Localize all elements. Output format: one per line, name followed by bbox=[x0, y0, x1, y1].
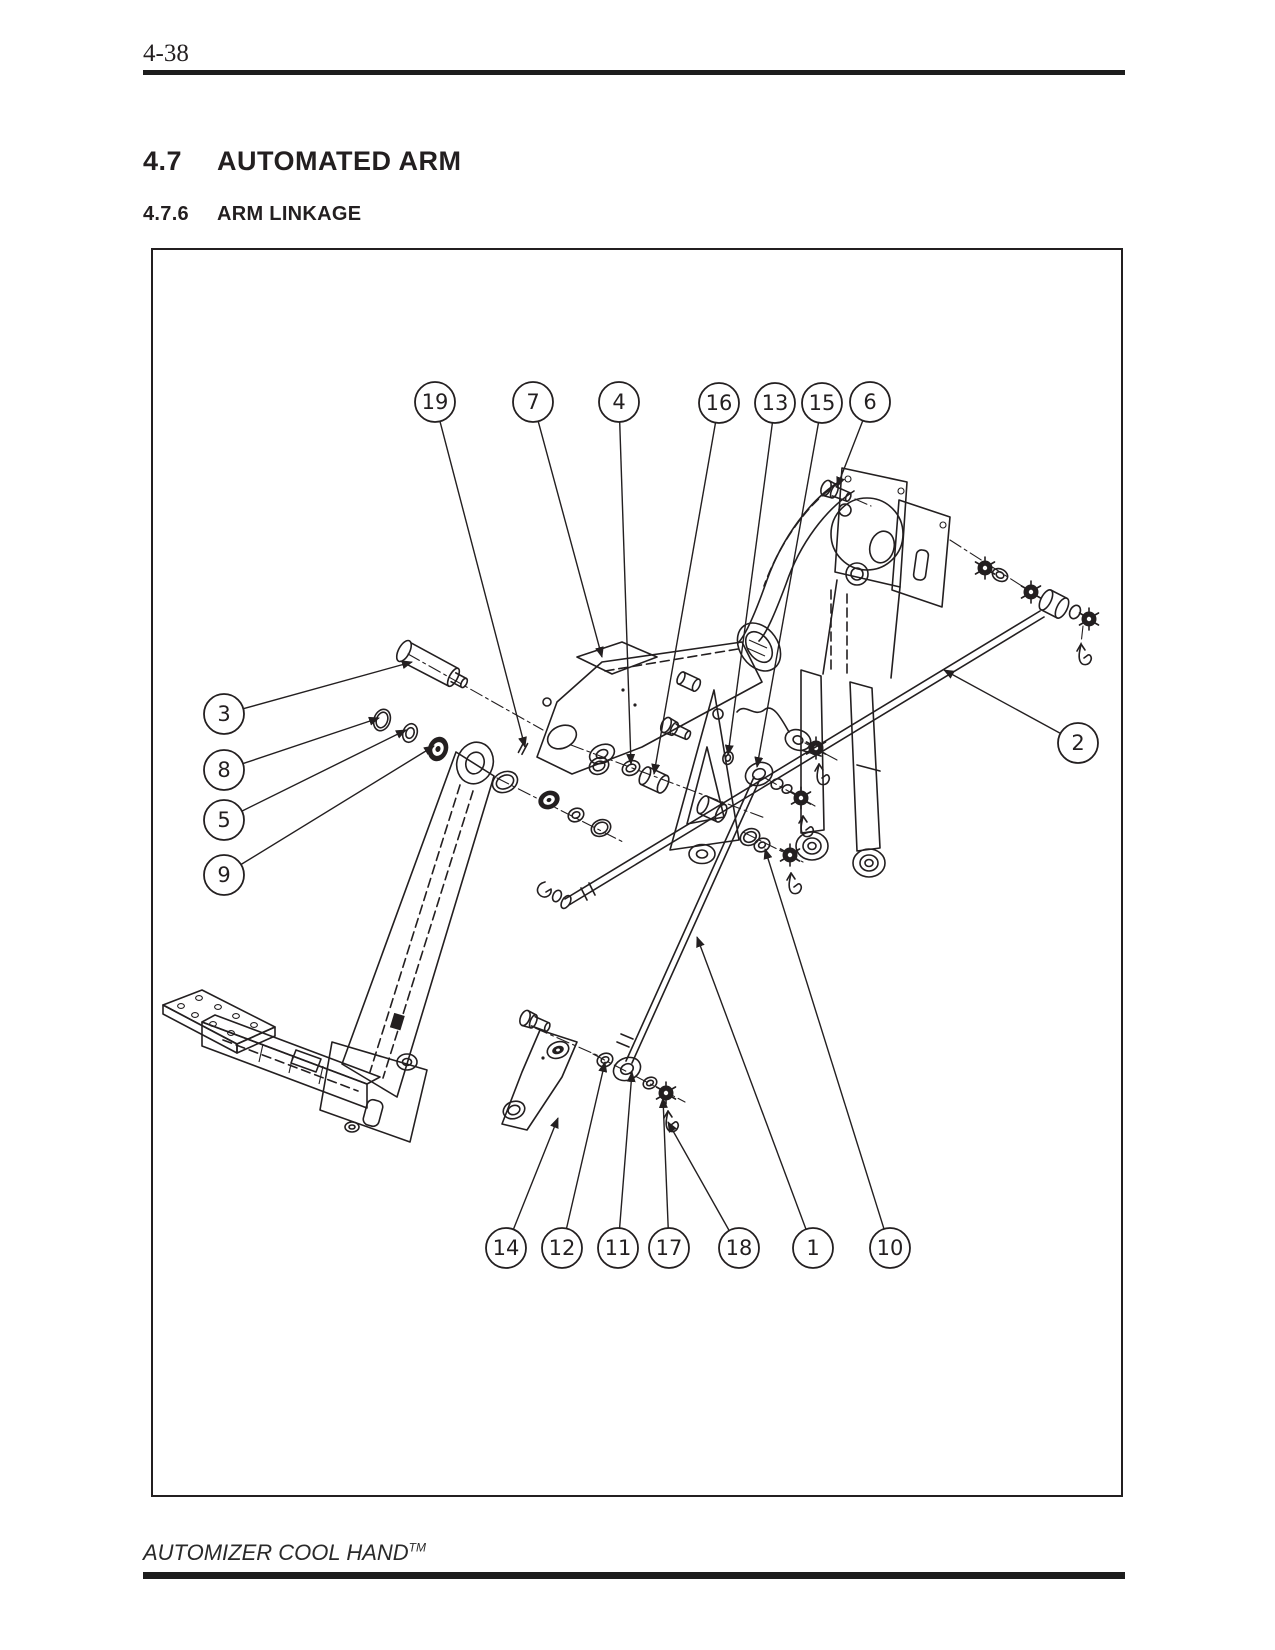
callout-label: 10 bbox=[877, 1236, 904, 1260]
callout-label: 18 bbox=[726, 1236, 753, 1260]
callout-15: 15 bbox=[754, 382, 843, 768]
triangle-bracket bbox=[669, 689, 740, 865]
subsection-heading: 4.7.6 ARM LINKAGE bbox=[143, 203, 361, 226]
lower-link-rod bbox=[592, 761, 816, 1133]
callout-label: 17 bbox=[656, 1236, 683, 1260]
callout-6: 6 bbox=[836, 381, 891, 488]
callout-label: 4 bbox=[612, 390, 625, 414]
callout-label: 6 bbox=[863, 390, 876, 414]
header-rule bbox=[143, 70, 1125, 75]
footer-brand: AUTOMIZER COOL HANDTM bbox=[143, 1540, 426, 1566]
callout-16: 16 bbox=[651, 382, 740, 775]
callout-10: 10 bbox=[763, 848, 911, 1269]
page-number: 4-38 bbox=[143, 40, 189, 67]
callout-label: 3 bbox=[217, 702, 230, 726]
callout-label: 7 bbox=[526, 390, 539, 414]
callout-layer: 19 7 4 16 13 15 6 3 8 5 9 2 14 12 11 17 18 1 10 bbox=[203, 381, 1099, 1269]
callout-label: 19 bbox=[422, 390, 449, 414]
callout-3: 3 bbox=[203, 660, 413, 735]
callout-4: 4 bbox=[598, 381, 640, 765]
callout-1: 1 bbox=[696, 936, 834, 1269]
callout-12: 12 bbox=[541, 1061, 608, 1269]
callout-17: 17 bbox=[648, 1097, 690, 1269]
callout-label: 16 bbox=[706, 391, 733, 415]
subsection-title: ARM LINKAGE bbox=[217, 203, 362, 225]
callout-14: 14 bbox=[485, 1117, 559, 1269]
callout-11: 11 bbox=[597, 1071, 639, 1269]
callout-9: 9 bbox=[203, 745, 435, 896]
callout-label: 13 bbox=[762, 391, 789, 415]
callout-2: 2 bbox=[943, 669, 1099, 764]
figure-frame: 19 7 4 16 13 15 6 3 8 5 9 2 14 12 11 17 18 1 10 bbox=[151, 248, 1123, 1497]
callout-label: 1 bbox=[806, 1236, 819, 1260]
callout-18: 18 bbox=[667, 1121, 760, 1269]
pivot-pin-and-washers bbox=[372, 639, 544, 762]
callout-5: 5 bbox=[203, 729, 407, 841]
section-number: 4.7 bbox=[143, 146, 183, 176]
long-rod bbox=[536, 539, 1100, 910]
callout-8: 8 bbox=[203, 716, 380, 791]
footer-rule bbox=[143, 1572, 1125, 1579]
callout-label: 9 bbox=[217, 863, 230, 887]
section-title: AUTOMATED ARM bbox=[217, 146, 462, 176]
callout-label: 12 bbox=[549, 1236, 576, 1260]
callout-13: 13 bbox=[724, 382, 796, 756]
callout-label: 5 bbox=[217, 808, 230, 832]
callout-19: 19 bbox=[414, 381, 527, 748]
footer-product-name: AUTOMIZER COOL HAND bbox=[143, 1540, 409, 1565]
section-heading: 4.7 AUTOMATED ARM bbox=[143, 146, 461, 177]
callout-label: 11 bbox=[605, 1236, 632, 1260]
callout-label: 15 bbox=[809, 391, 836, 415]
callout-label: 8 bbox=[217, 758, 230, 782]
trademark-symbol: TM bbox=[408, 1540, 426, 1555]
callout-7: 7 bbox=[512, 381, 604, 658]
main-boom bbox=[736, 467, 951, 878]
left-arm-assembly bbox=[162, 741, 495, 1143]
callout-label: 2 bbox=[1071, 731, 1084, 755]
callout-label: 14 bbox=[493, 1236, 520, 1260]
bell-crank-lever bbox=[501, 1008, 600, 1131]
figure-diagram: 19 7 4 16 13 15 6 3 8 5 9 2 14 12 11 17 18 1 10 bbox=[162, 381, 1100, 1269]
subsection-number: 4.7.6 bbox=[143, 203, 189, 225]
